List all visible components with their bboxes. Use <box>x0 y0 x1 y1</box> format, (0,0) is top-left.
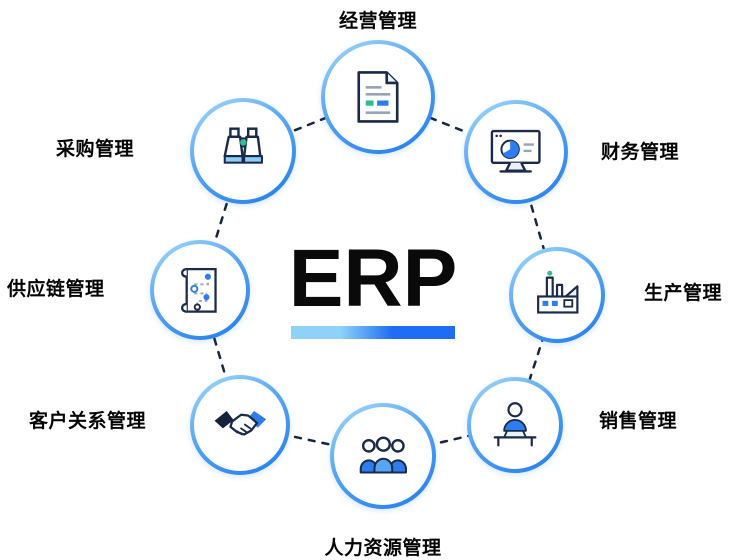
node-production-management <box>509 247 605 343</box>
monitor-pie-chart-icon <box>491 130 541 173</box>
sales-management-circle <box>467 377 563 473</box>
factory-icon <box>537 270 579 314</box>
node-business-management <box>321 40 435 154</box>
label-finance-management: 财务管理 <box>601 142 680 163</box>
label-supply-chain-management: 供应链管理 <box>7 279 105 300</box>
erp-underline-bar <box>291 326 455 339</box>
binoculars-icon <box>223 127 263 164</box>
label-hr-management: 人力资源管理 <box>324 538 442 559</box>
supply-chain-management-circle <box>150 240 250 340</box>
business-management-circle <box>321 40 435 154</box>
node-crm-management <box>190 375 290 475</box>
node-sales-management <box>467 377 563 473</box>
label-crm-management: 客户关系管理 <box>29 411 147 432</box>
node-procurement-management <box>190 98 296 204</box>
people-group-icon <box>359 436 407 474</box>
node-supply-chain-management <box>150 240 250 340</box>
label-business-management: 经营管理 <box>338 11 417 32</box>
erp-center: ERP <box>278 238 468 339</box>
report-document-icon <box>357 71 399 123</box>
label-sales-management: 销售管理 <box>599 411 678 432</box>
finance-management-circle <box>464 100 568 204</box>
handshake-icon <box>214 410 266 436</box>
erp-title: ERP <box>288 233 458 324</box>
node-finance-management <box>464 100 568 204</box>
label-procurement-management: 采购管理 <box>56 139 135 160</box>
label-production-management: 生产管理 <box>644 283 723 304</box>
route-map-icon <box>180 267 217 313</box>
procurement-management-circle <box>190 98 296 204</box>
hr-management-circle <box>330 403 436 509</box>
production-management-circle <box>509 247 605 343</box>
crm-management-circle <box>190 375 290 475</box>
node-hr-management <box>330 403 436 509</box>
person-laptop-icon <box>493 402 537 447</box>
